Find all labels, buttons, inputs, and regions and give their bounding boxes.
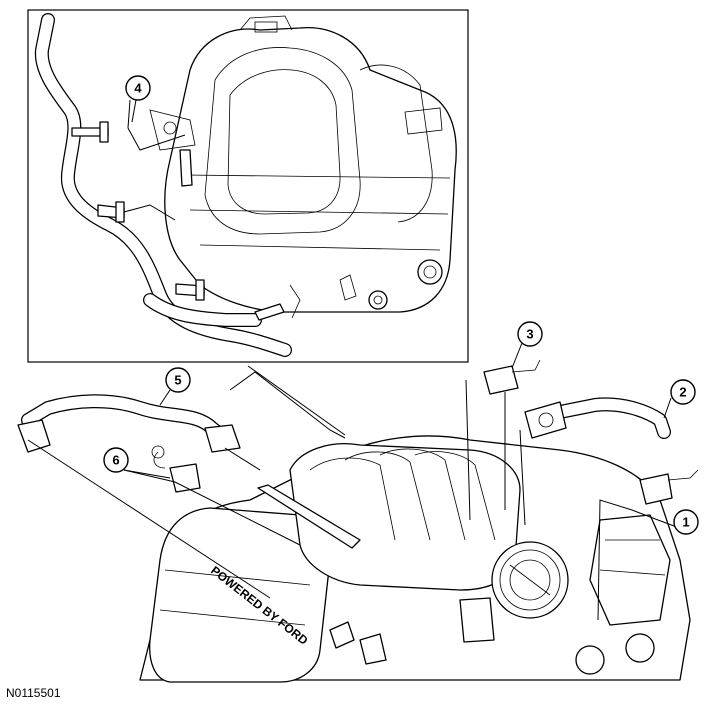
callout-5-label: 5 <box>174 373 181 388</box>
callout-2-label: 2 <box>679 385 686 400</box>
fuel-rail <box>257 484 361 549</box>
inset-intake-manifold <box>149 15 457 319</box>
part-1-connector <box>639 469 699 505</box>
callout-4: 4 <box>125 75 151 101</box>
figure-id-label: N0115501 <box>6 686 61 700</box>
callout-3: 3 <box>517 321 543 347</box>
inset-hose <box>34 13 292 357</box>
callout-2: 2 <box>670 379 696 405</box>
inset-fasteners <box>71 121 285 321</box>
part-6-sensor <box>151 445 201 493</box>
callout-6-label: 6 <box>112 453 119 468</box>
right-side-accessories <box>575 514 671 675</box>
detail-inset <box>27 9 469 363</box>
callout-5: 5 <box>165 367 191 393</box>
part-3-connector <box>483 359 541 395</box>
main-intake-manifold <box>289 443 521 591</box>
callout-1-label: 1 <box>682 515 689 530</box>
engine-assembly: POWERED BY FORD <box>17 359 699 683</box>
throttle-body <box>491 541 569 619</box>
part-2-hose <box>524 397 671 439</box>
part-5-hose <box>17 394 241 453</box>
callout-1: 1 <box>673 509 699 535</box>
left-cam-cover: POWERED BY FORD <box>149 507 332 683</box>
callout-6: 6 <box>103 447 129 473</box>
callout-4-label: 4 <box>134 81 142 96</box>
callout-3-label: 3 <box>526 327 533 342</box>
